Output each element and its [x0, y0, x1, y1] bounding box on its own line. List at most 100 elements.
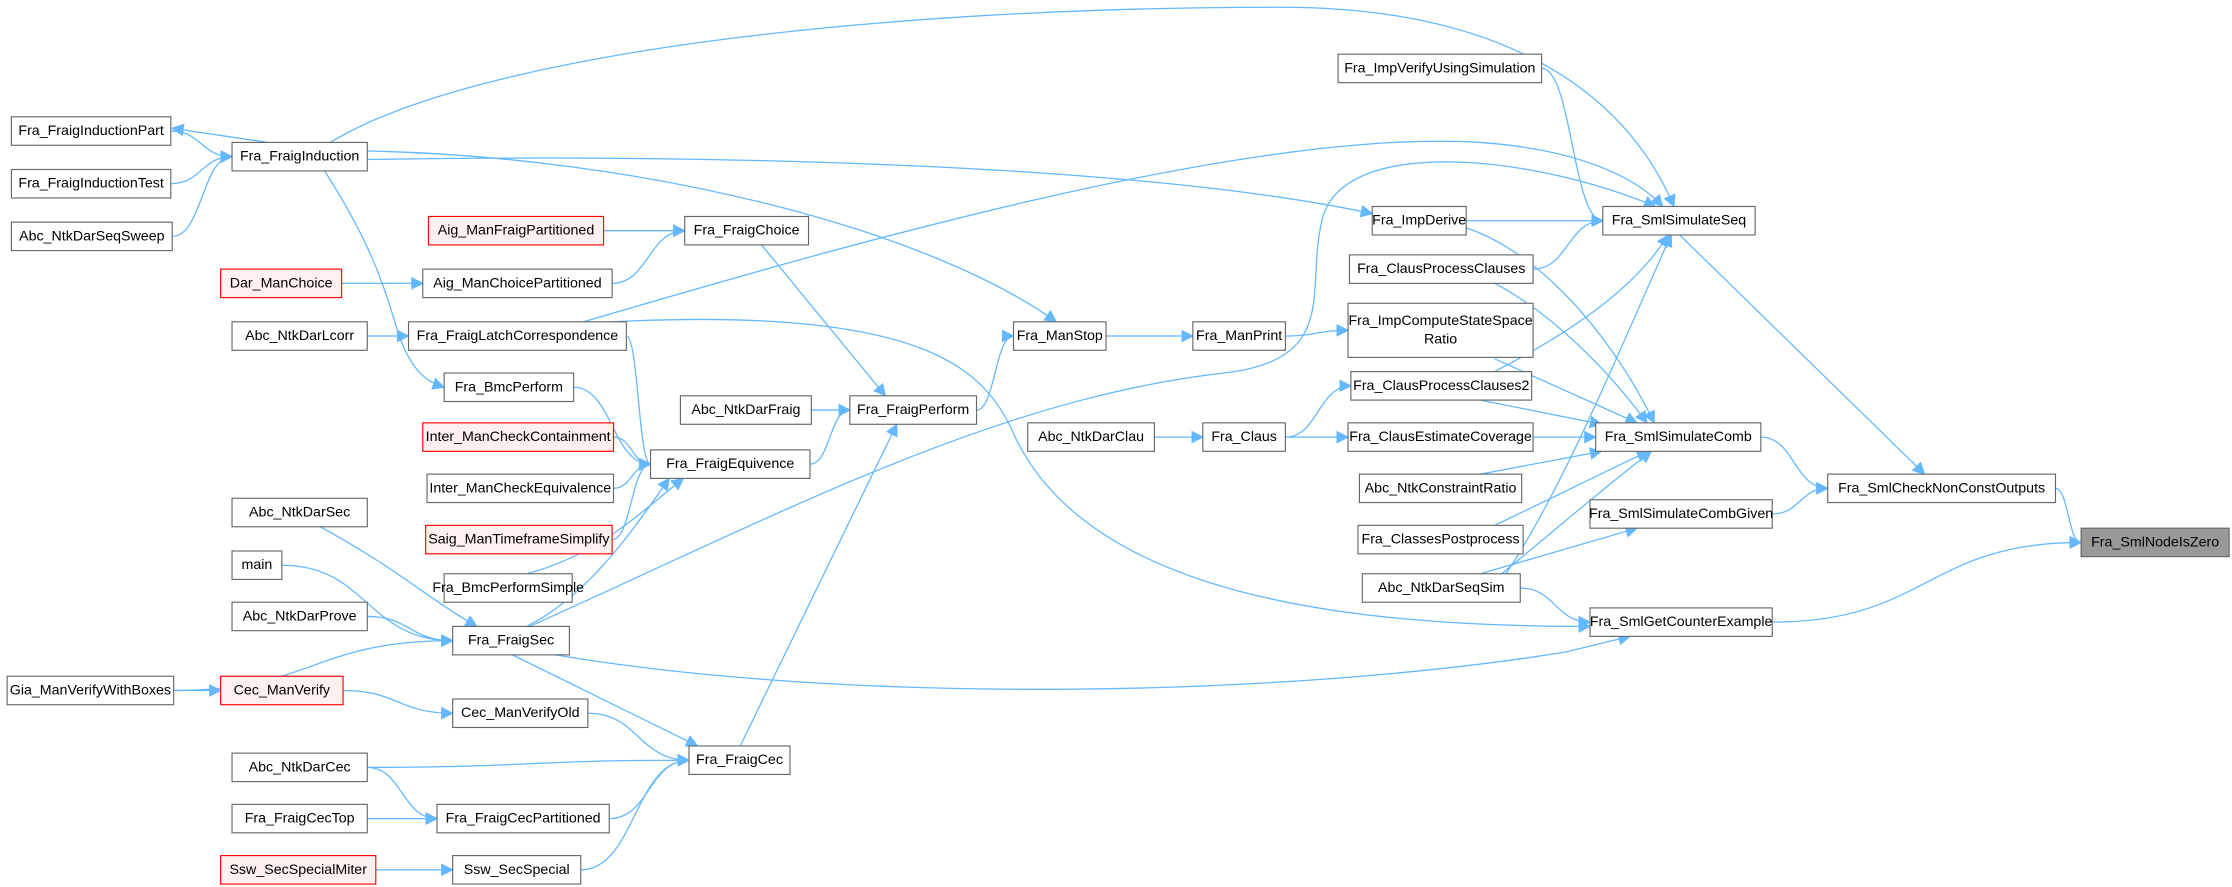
node-fra-manprint[interactable]: Fra_ManPrint — [1192, 321, 1286, 351]
node-abc-ntkdarclau[interactable]: Abc_NtkDarClau — [1027, 422, 1156, 452]
node-fra-fraigperform[interactable]: Fra_FraigPerform — [849, 395, 978, 425]
node-fra-fraiginductiontest[interactable]: Fra_FraigInductionTest — [10, 168, 172, 199]
node-label: main — [242, 557, 273, 573]
edge-simcg-to-checknc — [1772, 481, 1830, 515]
node-fra-smlsimulatecomb[interactable]: Fra_SmlSimulateComb — [1595, 422, 1762, 452]
node-abc-ntkdarlcorr[interactable]: Abc_NtkDarLcorr — [231, 321, 368, 351]
node-fra-fraigcectop[interactable]: Fra_FraigCecTop — [231, 803, 368, 834]
node-label: Fra_ImpVerifyUsingSimulation — [1344, 60, 1535, 76]
node-fra-claus[interactable]: Fra_Claus — [1202, 422, 1286, 452]
node-label: Fra_ImpComputeStateSpace — [1348, 313, 1532, 329]
node-fra-smlgetcounterexample[interactable]: Fra_SmlGetCounterExample — [1589, 607, 1773, 637]
edge-sswspecial-to-fcec — [580, 753, 691, 871]
node-fra-smlchecknonconstoutputs[interactable]: Fra_SmlCheckNonConstOutputs — [1827, 473, 2057, 504]
edge-constr-to-simcomb — [1480, 447, 1603, 475]
edge-darcec-to-cecpart — [367, 766, 439, 825]
node-label: Fra_SmlCheckNonConstOutputs — [1838, 480, 2045, 496]
node-fra-impverifyusingsimulation[interactable]: Fra_ImpVerifyUsingSimulation — [1337, 53, 1543, 84]
node-box — [1371, 205, 1467, 236]
node-label: Abc_NtkDarFraig — [691, 402, 800, 418]
node-fra-fraigcecpartitioned[interactable]: Fra_FraigCecPartitioned — [436, 803, 610, 834]
node-box — [220, 268, 343, 299]
node-label: Fra_FraigChoice — [694, 223, 800, 239]
node-label: Abc_NtkDarSec — [249, 505, 350, 521]
node-inter-mancheckcontainment[interactable]: Inter_ManCheckContainment — [422, 422, 615, 452]
node-aig-manchoicepartitioned[interactable]: Aig_ManChoicePartitioned — [422, 268, 613, 299]
node-fra-clausprocessclauses2[interactable]: Fra_ClausProcessClauses2 — [1350, 371, 1533, 401]
node-abc-ntkdarprove[interactable]: Abc_NtkDarProve — [231, 601, 368, 632]
node-box — [452, 698, 589, 729]
node-fra-bmcperform[interactable]: Fra_BmcPerform — [443, 372, 575, 403]
node-label: Gia_ManVerifyWithBoxes — [10, 682, 171, 698]
node-abc-ntkdarseqsim[interactable]: Abc_NtkDarSeqSim — [1361, 573, 1521, 603]
node-fra-impderive[interactable]: Fra_ImpDerive — [1371, 205, 1467, 236]
node-fra-fraigcec[interactable]: Fra_FraigCec — [688, 745, 791, 776]
edge-equiv-to-perform — [809, 403, 852, 465]
node-fra-smlsimulatecombgiven[interactable]: Fra_SmlSimulateCombGiven — [1589, 499, 1773, 529]
node-abc-ntkdarsec[interactable]: Abc_NtkDarSec — [231, 497, 368, 528]
node-fra-fraiginduction[interactable]: Fra_FraigInduction — [231, 141, 368, 172]
node-abc-ntkdarfraig[interactable]: Abc_NtkDarFraig — [679, 395, 812, 425]
node-label: Fra_SmlSimulateCombGiven — [1589, 506, 1773, 522]
edge-darcec-to-fcec — [367, 753, 691, 768]
node-box — [452, 625, 570, 656]
edge-simcomb-to-checknc — [1760, 436, 1830, 495]
node-box — [1589, 499, 1773, 529]
node-fra-classespostprocess[interactable]: Fra_ClassesPostprocess — [1357, 524, 1524, 555]
node-box — [425, 524, 613, 555]
node-box — [231, 601, 368, 632]
node-gia-manverifywithboxes[interactable]: Gia_ManVerifyWithBoxes — [6, 675, 175, 706]
node-box — [1602, 205, 1756, 236]
node-fra-manstop[interactable]: Fra_ManStop — [1012, 321, 1107, 351]
node-cec-manverifyold[interactable]: Cec_ManVerifyOld — [452, 698, 589, 729]
node-dar-manchoice[interactable]: Dar_ManChoice — [220, 268, 343, 299]
node-main[interactable]: main — [231, 550, 283, 581]
node-box — [427, 215, 605, 246]
edge-classpp-to-simcomb — [1494, 450, 1650, 526]
node-box — [231, 497, 368, 528]
node-label: Fra_ClausProcessClauses — [1357, 261, 1525, 277]
node-label: Abc_NtkDarLcorr — [245, 328, 354, 344]
node-abc-ntkdarseqsweep[interactable]: Abc_NtkDarSeqSweep — [10, 221, 173, 252]
edge-sec-to-simseq — [529, 161, 1657, 628]
node-fra-clausestimatecoverage[interactable]: Fra_ClausEstimateCoverage — [1347, 422, 1534, 452]
node-fra-fraigequivence[interactable]: Fra_FraigEquivence — [649, 449, 811, 479]
node-fra-fraigchoice[interactable]: Fra_FraigChoice — [684, 215, 810, 246]
node-label: Ratio — [1424, 332, 1457, 348]
node-fra-smlnodeiszero[interactable]: Fra_SmlNodeIsZero — [2080, 527, 2230, 558]
node-box — [436, 803, 610, 834]
node-fra-fraiginductionpart[interactable]: Fra_FraigInductionPart — [10, 116, 172, 146]
edge-cecverify-to-cecold — [343, 689, 454, 720]
node-box — [1358, 473, 1523, 504]
node-abc-ntkconstraintratio[interactable]: Abc_NtkConstraintRatio — [1358, 473, 1523, 504]
node-aig-manfraigpartitioned[interactable]: Aig_ManFraigPartitioned — [427, 215, 605, 246]
node-box — [10, 221, 173, 252]
node-box — [422, 268, 613, 299]
edge-induction-to-indpart — [170, 123, 268, 144]
node-ssw-secspecialmiter[interactable]: Ssw_SecSpecialMiter — [220, 855, 377, 885]
edge-saig-to-equiv — [611, 457, 652, 541]
node-ssw-secspecial[interactable]: Ssw_SecSpecial — [452, 855, 582, 885]
node-fra-bmcperformsimple[interactable]: Fra_BmcPerformSimple — [432, 573, 584, 603]
node-label: Fra_ManStop — [1017, 328, 1103, 344]
node-box — [407, 321, 627, 351]
node-box — [684, 215, 810, 246]
node-inter-mancheckequivalence[interactable]: Inter_ManCheckEquivalence — [426, 473, 615, 504]
node-abc-ntkdarcec[interactable]: Abc_NtkDarCec — [231, 752, 368, 783]
node-box — [1202, 422, 1286, 452]
node-label: Abc_NtkDarSeqSim — [1378, 580, 1504, 596]
node-label: Aig_ManFraigPartitioned — [438, 223, 595, 239]
node-box — [422, 422, 615, 452]
edge-impverify-to-simseq — [1541, 67, 1605, 228]
node-label: Dar_ManChoice — [230, 275, 333, 291]
node-label: Saig_ManTimeframeSimplify — [428, 532, 610, 548]
node-fra-fraigsec[interactable]: Fra_FraigSec — [452, 625, 570, 656]
node-saig-mantimeframesimplify[interactable]: Saig_ManTimeframeSimplify — [425, 524, 613, 555]
node-cec-manverify[interactable]: Cec_ManVerify — [220, 675, 344, 706]
node-fra-clausprocessclauses[interactable]: Fra_ClausProcessClauses — [1348, 254, 1534, 284]
node-fra-smlsimulateseq[interactable]: Fra_SmlSimulateSeq — [1602, 205, 1756, 236]
node-label: Fra_ImpDerive — [1372, 213, 1466, 229]
node-label: Inter_ManCheckContainment — [426, 429, 611, 445]
node-fra-fraiglatchcorrespondence[interactable]: Fra_FraigLatchCorrespondence — [407, 321, 627, 351]
